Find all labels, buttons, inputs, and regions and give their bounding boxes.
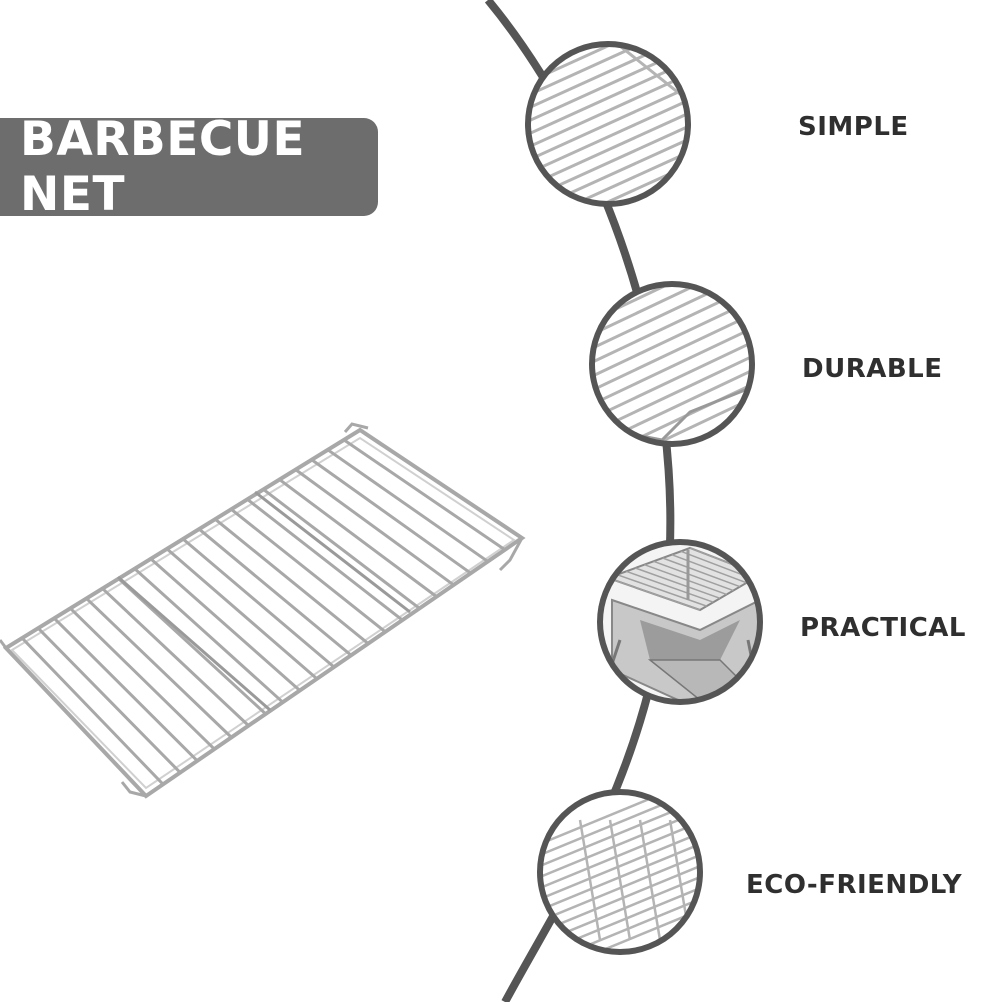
rack-wire — [133, 567, 284, 704]
rack-wire — [592, 318, 752, 412]
barbecue-net-image — [0, 422, 526, 799]
rack-wire — [343, 438, 506, 551]
rack-wire — [528, 44, 688, 123]
rack-wire — [592, 284, 752, 356]
rack-wire — [540, 816, 700, 890]
rack-wire — [262, 488, 421, 610]
rack-wire — [540, 838, 700, 912]
rack-wire — [182, 537, 335, 669]
cross-wire — [608, 819, 632, 941]
rack-wire — [117, 577, 267, 716]
rack-wire — [69, 607, 216, 751]
rack-wire — [540, 860, 700, 934]
rack-wire — [165, 547, 318, 680]
rack-wire — [198, 527, 353, 657]
rack-wire — [310, 458, 472, 575]
rack-wire — [37, 627, 182, 774]
rack-wire — [278, 478, 438, 598]
feature-image-simple — [525, 41, 691, 207]
feature-image-durable — [589, 281, 755, 447]
grate-wire — [644, 563, 727, 596]
rack-wire — [592, 374, 752, 444]
rack-wire — [592, 284, 752, 342]
grate-wire — [616, 573, 707, 607]
grate-wire — [653, 560, 734, 592]
feature-label-simple: SIMPLE — [798, 112, 909, 142]
rack-wire — [294, 468, 455, 587]
cross-wire — [578, 819, 602, 941]
rack-wire — [230, 508, 387, 633]
rack-wire — [540, 904, 700, 952]
feature-label-eco-friendly: ECO-FRIENDLY — [746, 870, 963, 900]
rack-wire — [246, 498, 404, 622]
rack-wire — [214, 518, 370, 645]
rack-wire — [540, 827, 700, 901]
rack-wire — [326, 448, 489, 563]
rack-wire — [592, 332, 752, 426]
rack-wire — [21, 637, 165, 786]
feature-image-practical — [597, 539, 763, 705]
cross-wire — [638, 819, 662, 941]
grate-wire — [635, 567, 721, 600]
rack-wire — [540, 792, 700, 846]
rack-wire — [85, 597, 233, 739]
feature-label-practical: PRACTICAL — [800, 613, 966, 643]
grate-wire — [662, 557, 741, 588]
grate-wire — [607, 577, 701, 611]
rack-wire — [101, 587, 250, 727]
feature-image-eco-friendly — [537, 789, 703, 955]
rack-wire — [540, 849, 700, 923]
grate-wire — [671, 553, 747, 584]
page-title: BARBECUE NET — [20, 112, 306, 222]
grate-wire — [625, 570, 714, 603]
rack-wire — [53, 617, 199, 762]
feature-label-durable: DURABLE — [802, 354, 943, 384]
title-banner: BARBECUE NET — [0, 112, 378, 222]
rack-wire — [149, 557, 301, 692]
rack-wire — [540, 893, 700, 952]
